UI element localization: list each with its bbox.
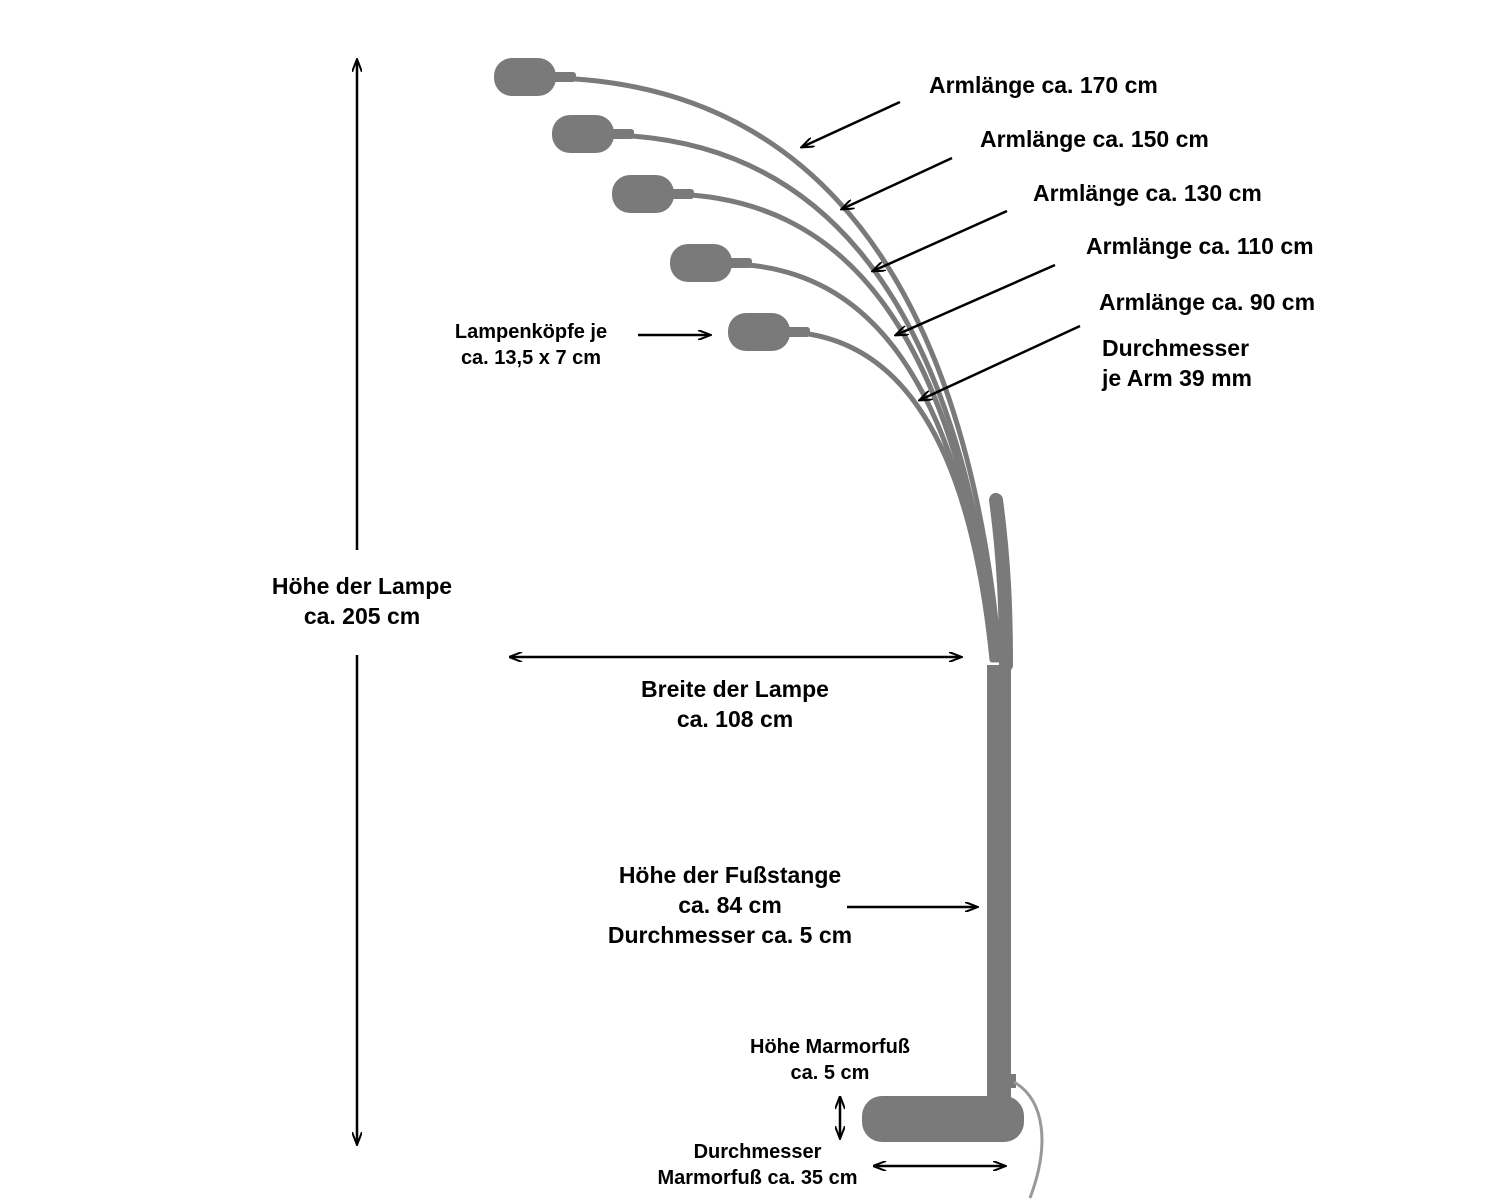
pole-line3: Durchmesser ca. 5 cm [607, 921, 853, 948]
lamp-head-170 [494, 58, 556, 96]
arm-130 [669, 191, 999, 663]
arm-130-label: Armlänge ca. 130 cm [1033, 180, 1262, 206]
arm-diameter-line2: je Arm 39 mm [1102, 364, 1252, 391]
lamp-head-90 [728, 313, 790, 351]
arm-90-arrow [920, 324, 1081, 400]
lamp-heads-line2: ca. 13,5 x 7 cm [460, 347, 602, 369]
lamp-heads-line1: Lampenköpfe je [454, 321, 608, 343]
arm-150-arrow [842, 156, 953, 209]
lamp-arms [552, 75, 1013, 672]
base-diameter-line2: Marmorfuß ca. 35 cm [657, 1167, 858, 1189]
arm-170-arrow [802, 100, 901, 147]
arm-90-label: Armlänge ca. 90 cm [1099, 289, 1316, 315]
base-height-line1: Höhe Marmorfuß [750, 1036, 910, 1058]
pole-socket [1008, 1074, 1016, 1088]
pole-line1: Höhe der Fußstange [618, 862, 842, 888]
base-height-line2: ca. 5 cm [790, 1062, 870, 1084]
base-height-label: Höhe Marmorfuß ca. 5 cm [735, 1034, 925, 1086]
width-label: Breite der Lampe ca. 108 cm [615, 675, 855, 735]
power-cable [1013, 1080, 1044, 1199]
foot-pole [987, 665, 1011, 1100]
height-label: Höhe der Lampe ca. 205 cm [252, 572, 472, 632]
marble-base [862, 1096, 1024, 1142]
lamp-head-110 [670, 244, 732, 282]
pole-line2: ca. 84 cm [678, 891, 782, 918]
pole-label: Höhe der Fußstange ca. 84 cm Durchmesser… [590, 861, 870, 951]
arms-bundle [989, 493, 1013, 672]
height-line1: Höhe der Lampe [271, 573, 453, 599]
height-line2: ca. 205 cm [303, 602, 421, 629]
lamp-head-130 [612, 175, 674, 213]
arm-170-label: Armlänge ca. 170 cm [929, 72, 1158, 98]
arm-130-arrow [873, 209, 1008, 271]
arm-diameter-label: Durchmesser je Arm 39 mm [1102, 334, 1252, 394]
arm-110-label: Armlänge ca. 110 cm [1086, 233, 1314, 259]
width-line2: ca. 108 cm [676, 705, 794, 732]
arm-150 [609, 132, 1001, 663]
base-diameter-label: Durchmesser Marmorfuß ca. 35 cm [640, 1139, 875, 1191]
width-line1: Breite der Lampe [641, 676, 829, 702]
lamp-heads-label: Lampenköpfe je ca. 13,5 x 7 cm [436, 319, 626, 371]
arm-110-arrow [896, 263, 1056, 335]
arm-90 [787, 329, 995, 663]
arm-diameter-line1: Durchmesser [1102, 335, 1250, 361]
lamp-heads [494, 58, 810, 351]
base-diameter-line1: Durchmesser [693, 1141, 822, 1163]
lamp-head-150 [552, 115, 614, 153]
arm-150-label: Armlänge ca. 150 cm [980, 126, 1209, 152]
